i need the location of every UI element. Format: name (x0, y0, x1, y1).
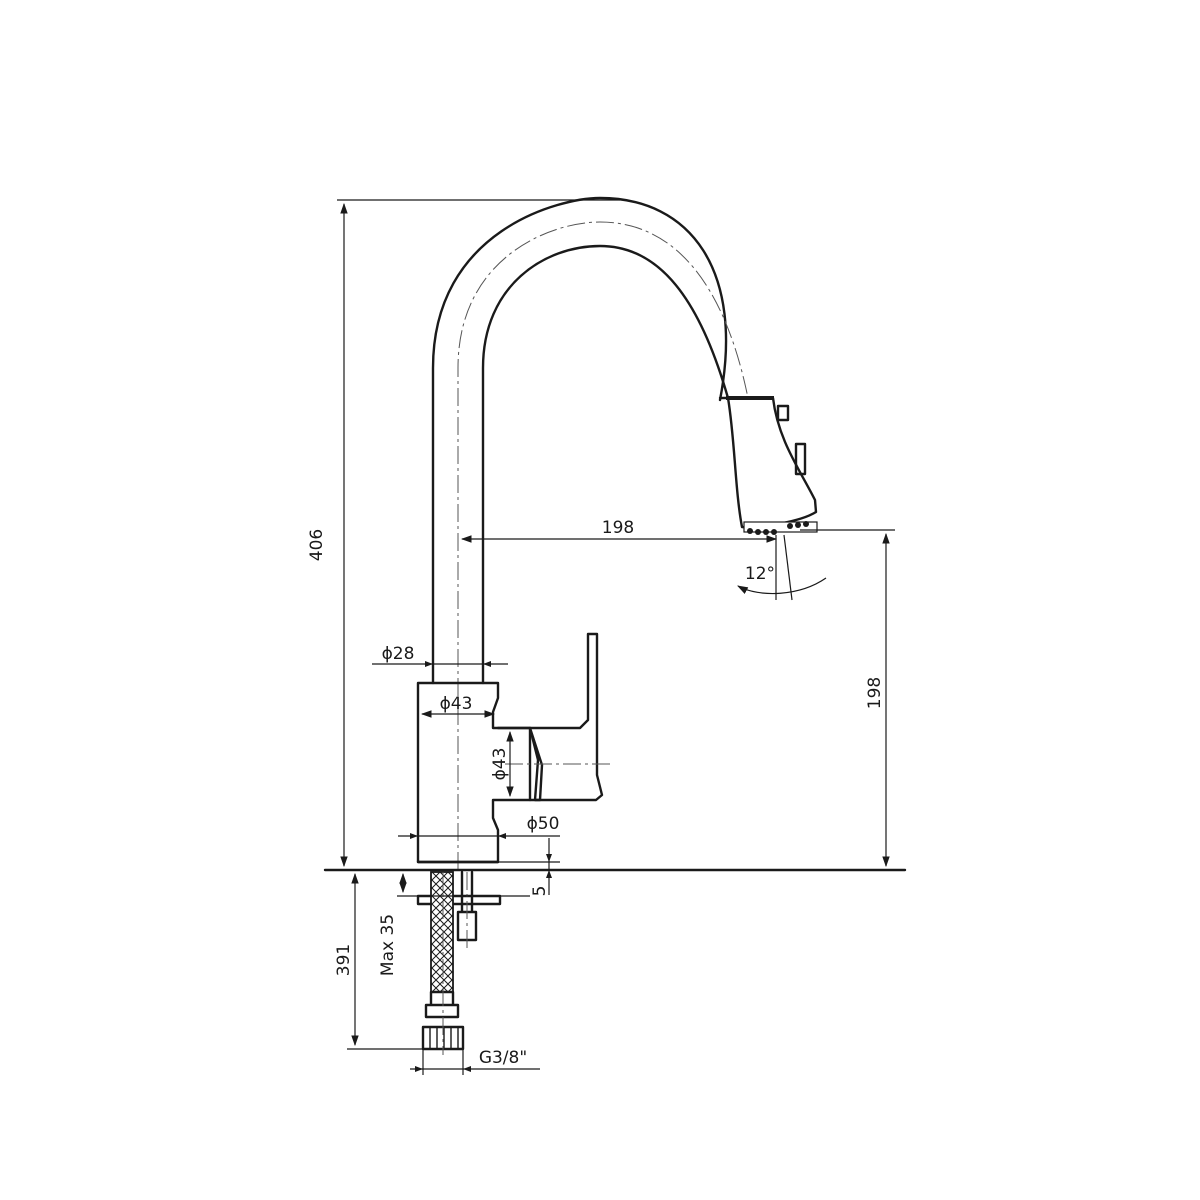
spout-inner-wall (481, 244, 730, 685)
label-base-thickness: 5 (530, 886, 550, 897)
faucet-outline (323, 196, 907, 1055)
hose-ferrule (424, 990, 460, 1019)
hose-nut-knurl (429, 1027, 459, 1049)
spray-button-side (794, 442, 807, 476)
spout-centerline (457, 221, 749, 870)
spray-head (718, 396, 818, 529)
label-connection-thread: G3/8" (479, 1048, 527, 1068)
lever-handle (496, 632, 604, 802)
mixer-body (416, 681, 532, 864)
label-base-diameter: ϕ50 (527, 814, 560, 834)
label-max-deck-thickness: Max 35 (378, 914, 398, 976)
hose-braided (430, 871, 454, 993)
spray-button-top (776, 404, 790, 422)
lever-cartridge (528, 726, 544, 802)
dimension-lines (325, 199, 895, 1075)
label-spout-diameter: ϕ28 (382, 644, 415, 664)
label-outlet-height: 198 (865, 677, 885, 709)
label-spout-reach: 198 (602, 518, 634, 538)
spray-outlet-nozzles (743, 521, 818, 535)
label-body-side-diameter: ϕ43 (490, 748, 510, 781)
label-total-height: 406 (307, 529, 327, 561)
label-hose-length: 391 (334, 944, 354, 976)
spout-outer-wall (431, 196, 728, 685)
label-body-top-diameter: ϕ43 (440, 694, 473, 714)
dimension-labels: 406 198 198 12° ϕ28 ϕ43 ϕ43 ϕ50 5 Max 35… (307, 518, 885, 1068)
dim-12deg-arc (737, 577, 827, 595)
label-spray-angle: 12° (745, 564, 775, 584)
